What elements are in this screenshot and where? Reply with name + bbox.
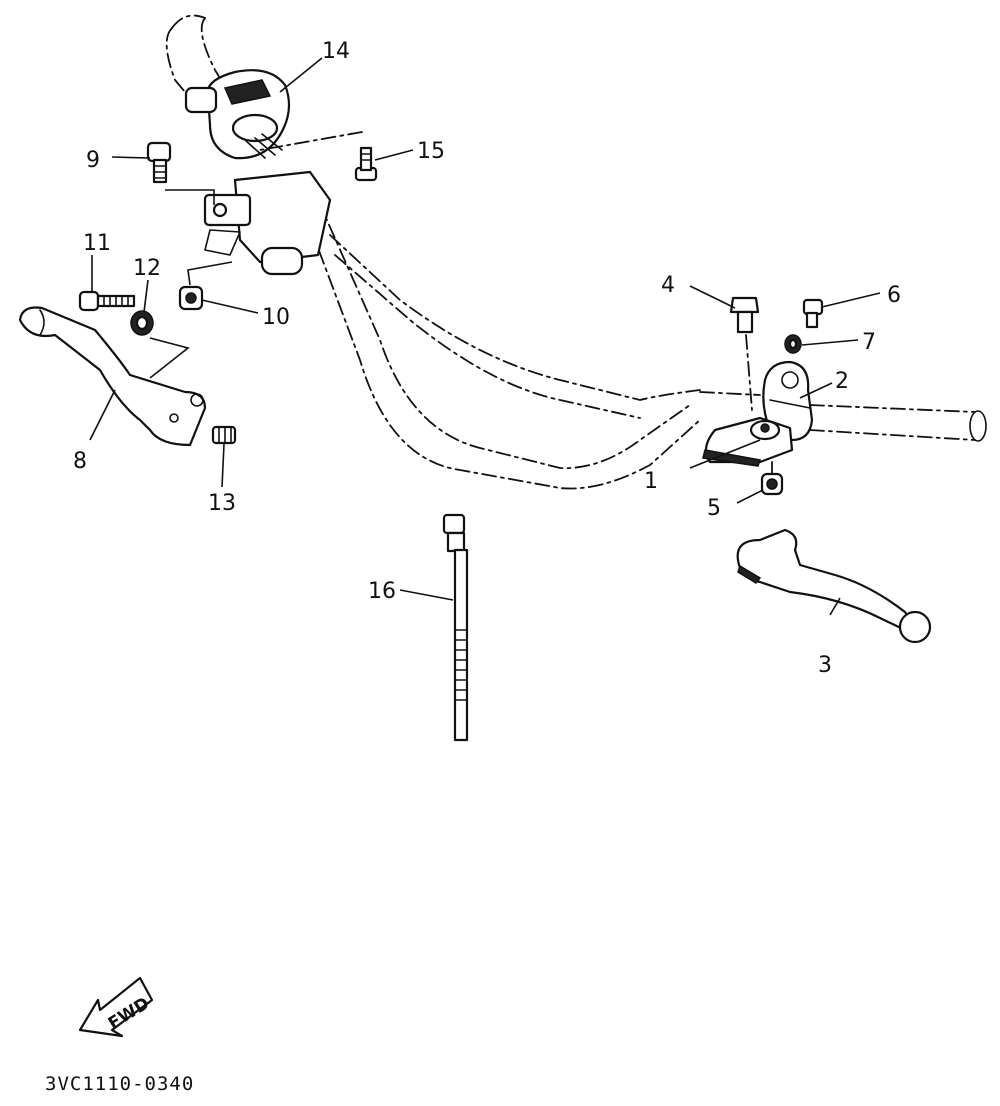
callout-14: 14 <box>322 39 350 64</box>
callout-1: 1 <box>644 469 658 494</box>
spring-13 <box>211 425 237 445</box>
screw-15 <box>259 131 378 182</box>
callout-10: 10 <box>262 305 290 330</box>
callout-5: 5 <box>707 496 721 521</box>
brake-lever-3 <box>736 528 932 644</box>
callout-16: 16 <box>368 579 396 604</box>
nut-5 <box>760 461 784 496</box>
callout-13: 13 <box>208 491 236 516</box>
washer-7 <box>784 334 802 354</box>
throttle-grip <box>184 69 332 276</box>
screw-6 <box>802 298 824 329</box>
cable-tie-16 <box>442 513 469 742</box>
screw-9 <box>146 141 215 205</box>
callout-15: 15 <box>417 139 445 164</box>
bolt-11 <box>78 290 136 312</box>
fwd-arrow-icon: FWD <box>78 976 154 1038</box>
callout-2: 2 <box>835 369 849 394</box>
handlebar <box>165 14 987 490</box>
lever-holder-2 <box>762 360 814 442</box>
callout-3: 3 <box>818 653 832 678</box>
callout-9: 9 <box>86 148 100 173</box>
nut-10 <box>178 261 233 311</box>
callout-7: 7 <box>862 330 876 355</box>
drawing-code: 3VC1110-0340 <box>45 1073 194 1095</box>
callout-4: 4 <box>661 273 675 298</box>
callout-labels: 1 2 3 4 5 6 7 8 9 10 11 12 13 14 15 16 <box>73 39 901 678</box>
callout-11: 11 <box>83 231 111 256</box>
bracket-1 <box>702 416 794 467</box>
clutch-lever-8 <box>18 306 207 447</box>
callout-6: 6 <box>887 283 901 308</box>
washer-12 <box>130 310 154 336</box>
leader-lines <box>89 57 881 616</box>
bolt-4 <box>729 296 760 411</box>
callout-12: 12 <box>133 256 161 281</box>
callout-8: 8 <box>73 449 87 474</box>
